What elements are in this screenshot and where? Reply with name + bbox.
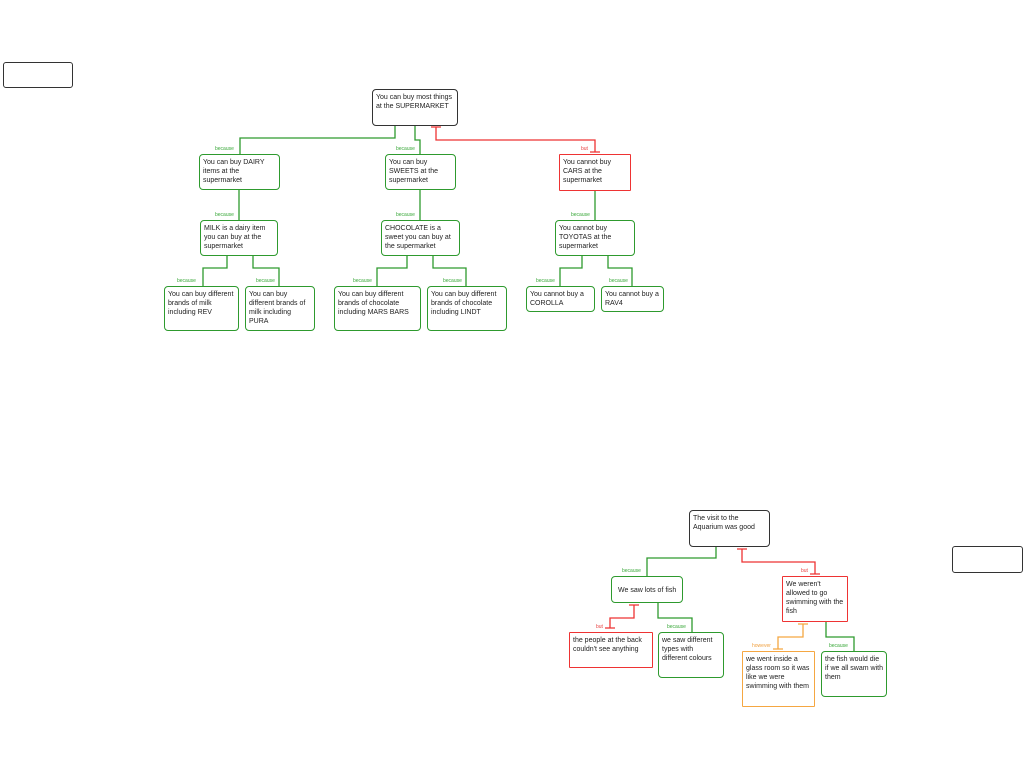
- node-milk[interactable]: MILK is a dairy item you can buy at the …: [200, 220, 278, 256]
- link-label: because: [443, 278, 462, 284]
- node-lindt[interactable]: You can buy different brands of chocolat…: [427, 286, 507, 331]
- node-dairy[interactable]: You can buy DAIRY items at the supermark…: [199, 154, 280, 190]
- node-mars[interactable]: You can buy different brands of chocolat…: [334, 286, 421, 331]
- link-label: because: [667, 624, 686, 630]
- link-label: but: [596, 624, 603, 630]
- link-label: because: [256, 278, 275, 284]
- node-aquarium-root[interactable]: The visit to the Aquarium was good: [689, 510, 770, 547]
- node-supermarket-root[interactable]: You can buy most things at the SUPERMARK…: [372, 89, 458, 126]
- node-chocolate[interactable]: CHOCOLATE is a sweet you can buy at the …: [381, 220, 460, 256]
- link-label: because: [571, 212, 590, 218]
- link-label: because: [622, 568, 641, 574]
- node-toyotas[interactable]: You cannot buy TOYOTAS at the supermarke…: [555, 220, 635, 256]
- node-pura[interactable]: You can buy different brands of milk inc…: [245, 286, 315, 331]
- link-label: but: [581, 146, 588, 152]
- link-label: because: [396, 146, 415, 152]
- node-rav4[interactable]: You cannot buy a RAV4: [601, 286, 664, 312]
- node-fish-die[interactable]: the fish would die if we all swam with t…: [821, 651, 887, 697]
- link-label: because: [609, 278, 628, 284]
- link-label: because: [215, 146, 234, 152]
- link-label: because: [215, 212, 234, 218]
- link-label: because: [353, 278, 372, 284]
- link-label: however: [752, 643, 771, 649]
- link-label: but: [801, 568, 808, 574]
- empty-node[interactable]: [952, 546, 1023, 573]
- node-cars[interactable]: You cannot buy CARS at the supermarket: [559, 154, 631, 191]
- node-corolla[interactable]: You cannot buy a COROLLA: [526, 286, 595, 312]
- node-people-back[interactable]: the people at the back couldn't see anyt…: [569, 632, 653, 668]
- link-label: because: [177, 278, 196, 284]
- node-different-types[interactable]: we saw different types with different co…: [658, 632, 724, 678]
- node-fish[interactable]: We saw lots of fish: [611, 576, 683, 603]
- empty-node[interactable]: [3, 62, 73, 88]
- link-label: because: [829, 643, 848, 649]
- link-label: because: [396, 212, 415, 218]
- link-label: because: [536, 278, 555, 284]
- node-swimming[interactable]: We weren't allowed to go swimming with t…: [782, 576, 848, 622]
- node-rev[interactable]: You can buy different brands of milk inc…: [164, 286, 239, 331]
- node-glass-room[interactable]: we went inside a glass room so it was li…: [742, 651, 815, 707]
- node-sweets[interactable]: You can buy SWEETS at the supermarket: [385, 154, 456, 190]
